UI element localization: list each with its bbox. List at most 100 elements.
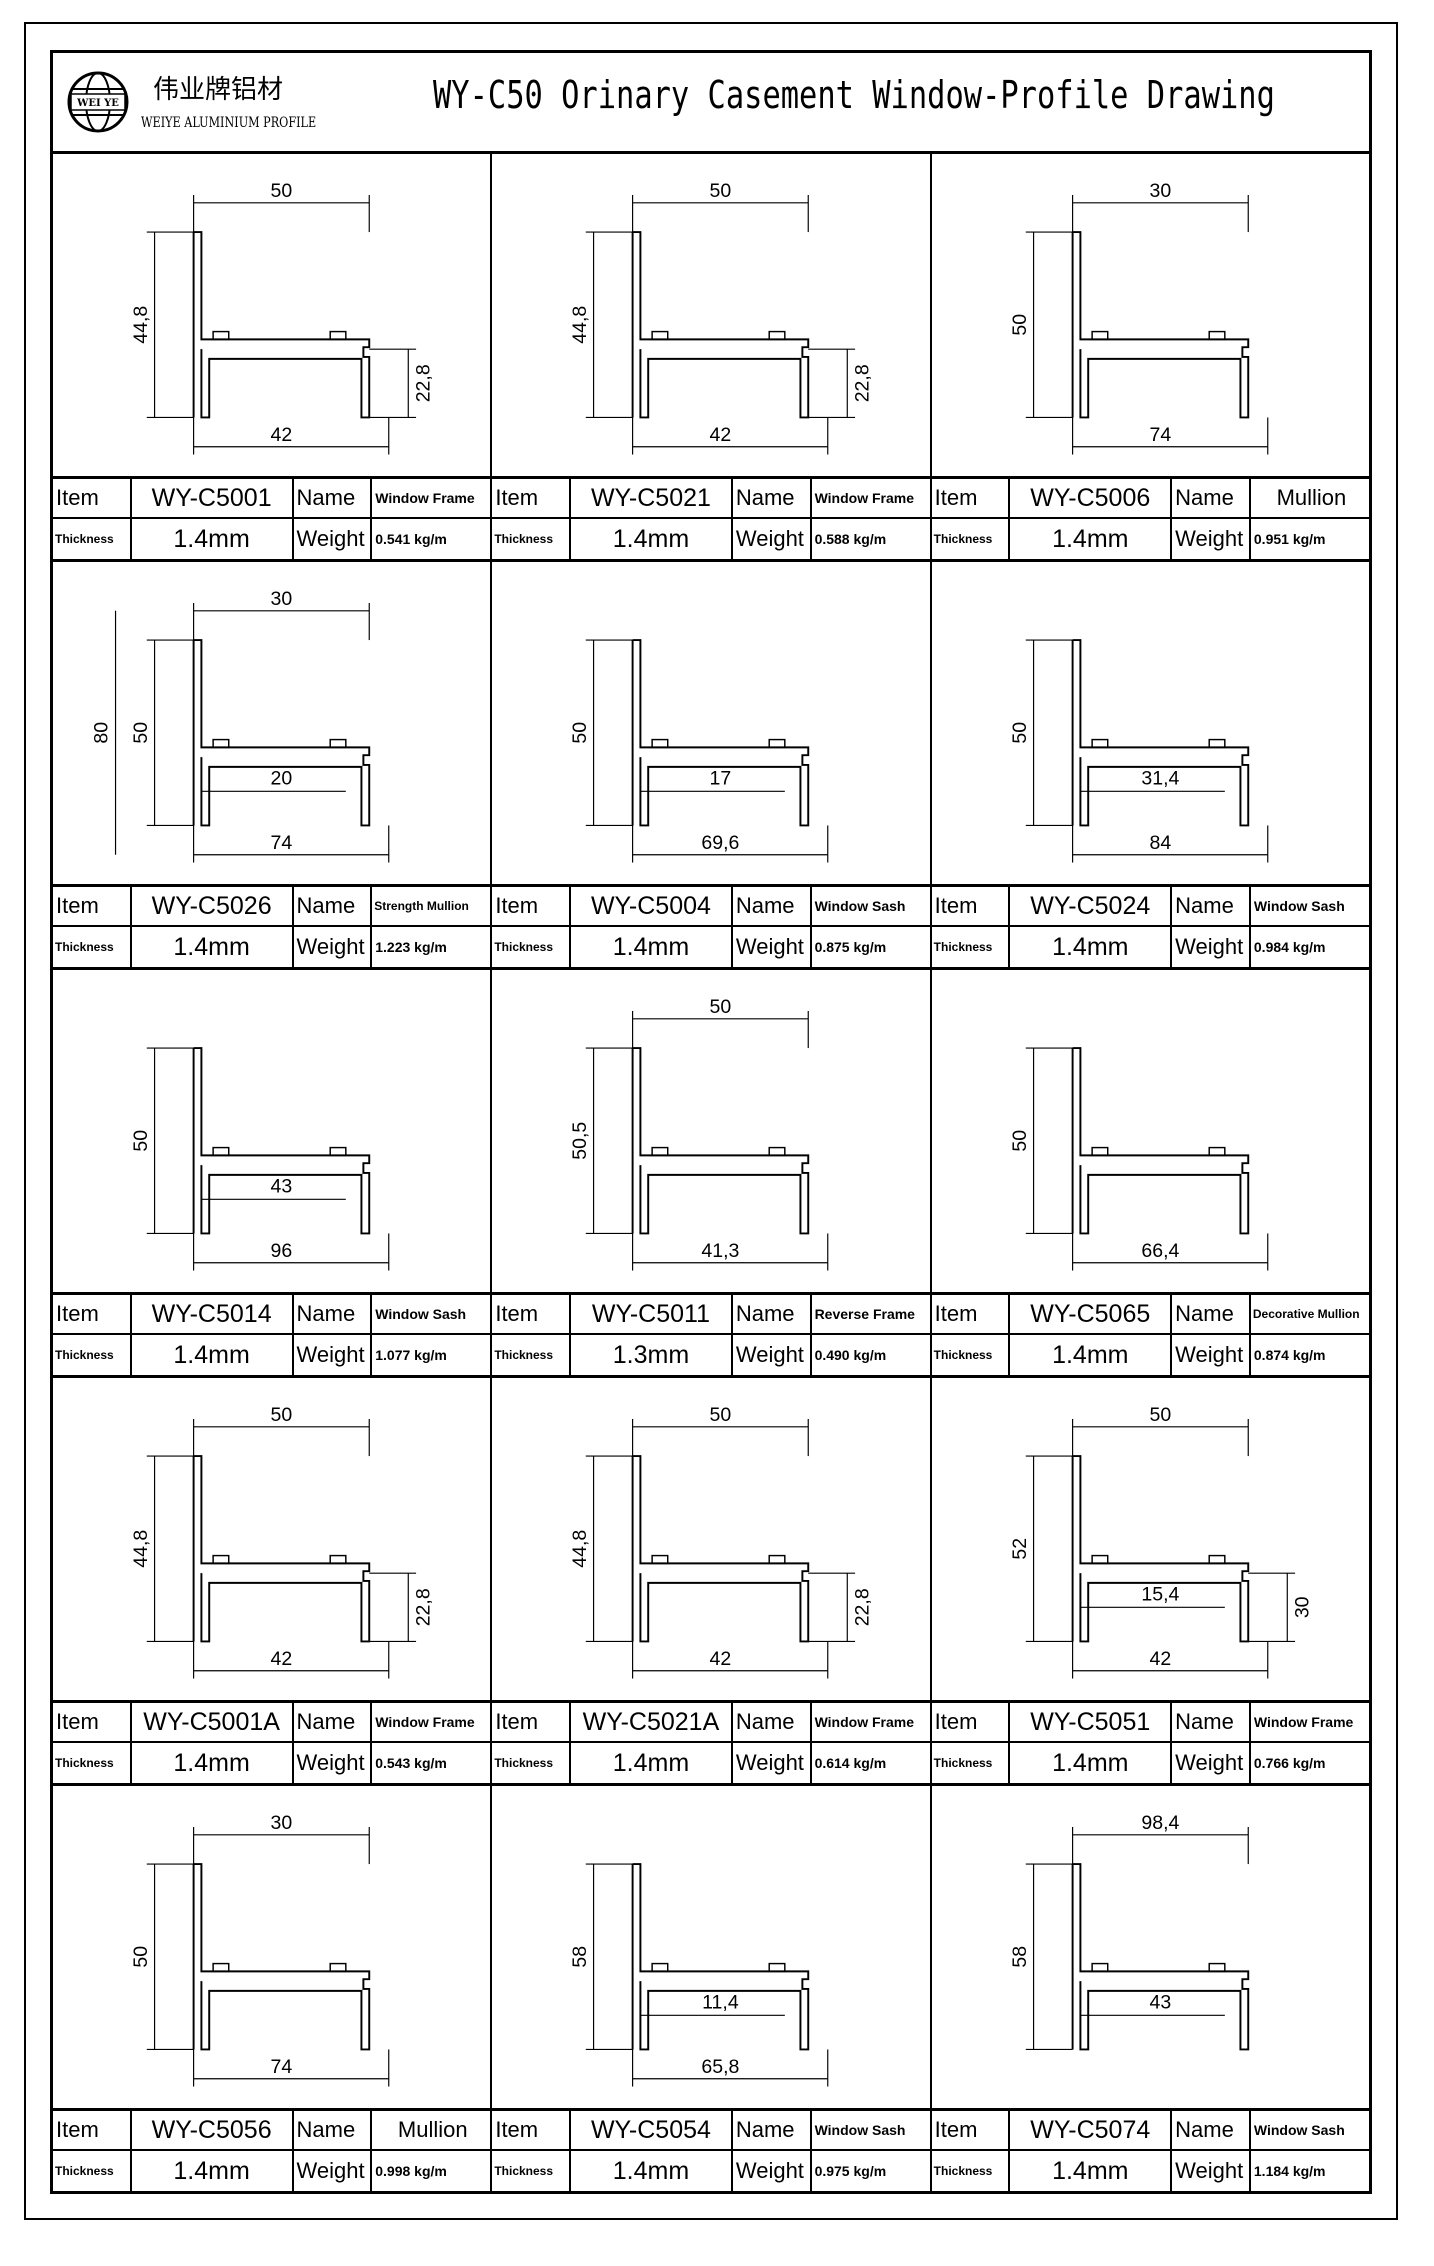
name-label: Name [732, 887, 812, 927]
profile-drawing: 50 66,4 [931, 970, 1369, 1295]
name-label: Name [1172, 887, 1251, 927]
dimension-label: 50,5 [569, 1122, 591, 1160]
weight-value: 0.614 kg/m [814, 1755, 887, 1771]
dimension-label: 44,8 [569, 1530, 591, 1568]
dimension-label: 42 [271, 1648, 293, 1670]
dimension-label: 31,4 [1141, 767, 1179, 789]
weight-label: Weight [1172, 1335, 1251, 1375]
profile-name: Window Sash [372, 1295, 491, 1335]
dimension-label: 50 [130, 722, 152, 744]
thickness-value: 1.4mm [1010, 1743, 1173, 1783]
profile-cross-section: 50 66,4 [1008, 1047, 1268, 1271]
dimension-label: 42 [710, 424, 732, 446]
profile-name: Mullion [372, 2111, 491, 2151]
thickness-value: 1.4mm [132, 1335, 294, 1375]
item-code: WY-C5026 [131, 887, 294, 927]
thickness-value: 1.4mm [571, 2151, 733, 2191]
dimension-label: 15,4 [1141, 1583, 1179, 1605]
weiye-globe-logo: WEI YE [67, 71, 129, 133]
profile-card: 50 66,4 Item WY-C5065 Name Decorative Mul… [931, 970, 1369, 1375]
item-code: WY-C5024 [1010, 887, 1173, 927]
profile-clip [768, 1962, 786, 1973]
spec-table: Item WY-C5021 Name Window Frame Thicknes… [492, 479, 930, 559]
item-label: Item [492, 1295, 572, 1335]
profile-clip [768, 738, 786, 749]
dimension-label: 66,4 [1141, 1240, 1179, 1262]
spec-table: Item WY-C5001 Name Window Frame Thicknes… [53, 479, 491, 559]
item-code: WY-C5051 [1010, 1703, 1173, 1743]
name-label: Name [732, 1703, 812, 1743]
weight-label: Weight [1172, 927, 1251, 967]
item-label: Item [53, 1703, 132, 1743]
weight-label: Weight [1172, 2151, 1251, 2191]
dimension-label: 50 [1149, 1404, 1171, 1426]
dimension-label: 41,3 [702, 1240, 740, 1262]
weight-label: Weight [1172, 1743, 1251, 1783]
drawing-sheet: WEI YE 伟业牌铝材 WEIYE ALUMINIUM PROFILE WY-… [50, 50, 1372, 2194]
item-code: WY-C5011 [571, 1295, 733, 1335]
name-label: Name [293, 1703, 373, 1743]
dimension-label: 42 [271, 424, 293, 446]
item-code: WY-C5056 [131, 2111, 294, 2151]
name-label: Name [293, 479, 373, 519]
item-code: WY-C5065 [1010, 1295, 1173, 1335]
item-code: WY-C5006 [1010, 479, 1173, 519]
thickness-value: 1.4mm [571, 519, 733, 559]
profile-outline [631, 231, 810, 419]
weight-value: 1.223 kg/m [375, 939, 447, 955]
item-code: WY-C5074 [1010, 2111, 1173, 2151]
dimension-label: 96 [271, 1240, 293, 1262]
spec-table: Item WY-C5026 Name Strength Mullion Thic… [53, 887, 491, 967]
dimension-label: 50 [271, 1404, 293, 1426]
thickness-label: Thickness [492, 927, 572, 967]
profile-name: Mullion [1250, 479, 1369, 519]
item-code: WY-C5001A [131, 1703, 294, 1743]
profile-clip [1208, 1554, 1226, 1565]
spec-table: Item WY-C5065 Name Decorative Mullion Th… [931, 1295, 1369, 1375]
profile-outline [192, 1047, 371, 1235]
spec-table: Item WY-C5014 Name Window Sash Thickness… [53, 1295, 491, 1375]
dimension-label: 50 [1008, 1130, 1030, 1152]
thickness-label: Thickness [932, 1743, 1011, 1783]
profile-outline [1071, 1455, 1249, 1643]
item-code: WY-C5014 [131, 1295, 294, 1335]
dimension-label: 30 [271, 1812, 293, 1834]
thickness-value: 1.4mm [1010, 2151, 1173, 2191]
item-label: Item [931, 887, 1011, 927]
item-label: Item [53, 2111, 132, 2151]
thickness-label: Thickness [53, 1743, 132, 1783]
profile-clip [1091, 330, 1109, 341]
profile-clip [329, 1554, 347, 1565]
profile-clip [329, 738, 347, 749]
item-label: Item [931, 479, 1011, 519]
weight-value: 1.077 kg/m [375, 1347, 447, 1363]
profile-clip [651, 1962, 669, 1973]
dimension-label: 42 [1149, 1648, 1171, 1670]
dimension-label: 52 [1008, 1538, 1030, 1560]
dimension-label: 22,8 [852, 364, 874, 402]
profile-outline [1071, 639, 1249, 827]
weight-value: 0.543 kg/m [375, 1755, 447, 1771]
item-label: Item [53, 479, 132, 519]
dimension-label: 74 [271, 2056, 293, 2078]
